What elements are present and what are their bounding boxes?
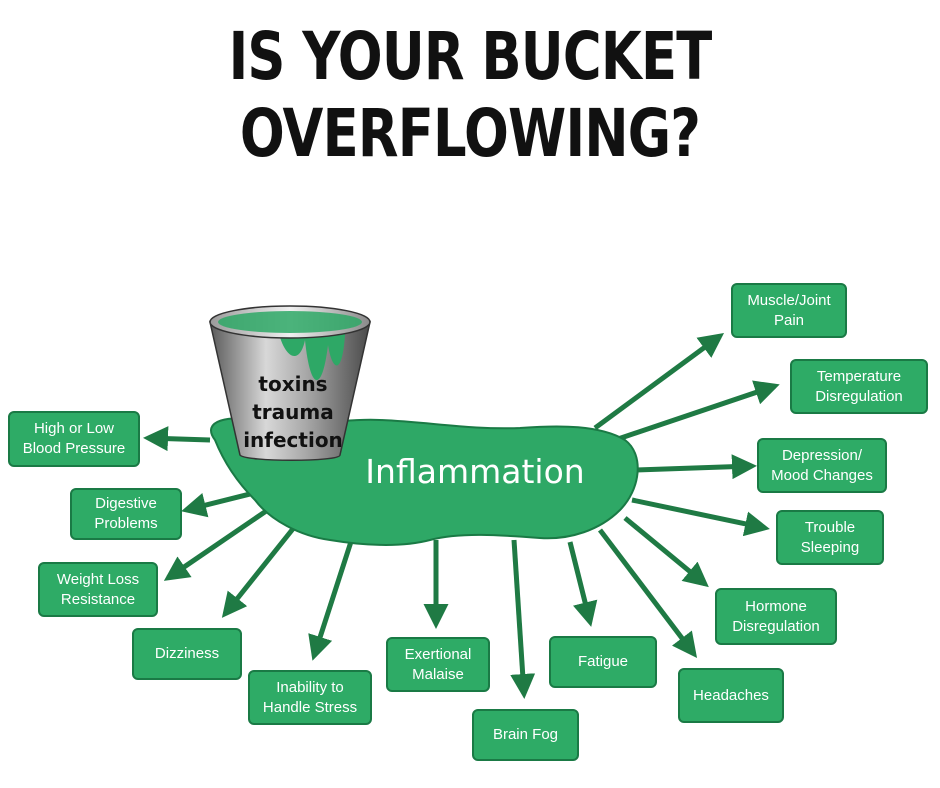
symptom-label: Dizziness [154, 645, 220, 662]
symptom-box-headaches: Headaches [678, 668, 784, 723]
arrow-fatigue [567, 541, 598, 627]
bucket-text-infection: infection [243, 428, 343, 452]
arrow-dizziness [221, 518, 302, 618]
symptom-box-fatigue: Fatigue [549, 636, 657, 688]
symptom-label: Weight Loss Resistance [56, 570, 140, 608]
bucket-text-trauma: trauma [252, 400, 334, 424]
symptom-box-inability-to-handle-stress: Inability to Handle Stress [248, 670, 372, 725]
symptom-label: Exertional Malaise [404, 645, 472, 683]
symptom-box-muscle-joint-pain: Muscle/Joint Pain [731, 283, 847, 338]
arrow-digestive-problems [181, 489, 259, 518]
symptom-label: Muscle/Joint Pain [747, 291, 831, 329]
arrow-muscle-joint-pain [593, 333, 725, 431]
center-label-inflammation: Inflammation [365, 452, 585, 491]
symptom-box-brain-fog: Brain Fog [472, 709, 579, 761]
symptom-box-exertional-malaise: Exertional Malaise [386, 637, 490, 692]
symptom-label: Headaches [693, 686, 769, 704]
arrow-trouble-sleeping [631, 497, 770, 537]
overflow-drip [278, 328, 345, 381]
symptom-label: Digestive Problems [94, 495, 158, 532]
arrow-brain-fog [510, 539, 536, 699]
symptom-label: Trouble Sleeping [800, 518, 860, 556]
bucket-text-toxins: toxins [258, 372, 328, 396]
symptom-box-depression-mood-changes: Depression/ Mood Changes [757, 438, 887, 493]
symptom-label: High or Low Blood Pressure [22, 420, 126, 457]
arrow-depression-mood-changes [635, 454, 757, 480]
symptom-box-weight-loss-resistance: Weight Loss Resistance [38, 562, 158, 617]
arrow-high-or-low-blood-pressure [143, 426, 211, 452]
page-title: IS YOUR BUCKET OVERFLOWING? [228, 18, 713, 172]
arrow-hormone-disregulation [623, 516, 709, 588]
symptom-label: Fatigue [577, 653, 629, 670]
arrow-weight-loss-resistance [163, 502, 277, 581]
arrow-headaches [598, 528, 698, 658]
symptom-label: Depression/ Mood Changes [771, 446, 873, 484]
arrow-temperature-disregulation [614, 380, 780, 443]
symptom-box-high-or-low-blood-pressure: High or Low Blood Pressure [8, 411, 140, 467]
symptom-label: Brain Fog [492, 726, 559, 743]
symptom-box-dizziness: Dizziness [132, 628, 242, 680]
symptom-box-digestive-problems: Digestive Problems [70, 488, 182, 540]
symptom-label: Inability to Handle Stress [262, 678, 358, 716]
symptom-box-temperature-disregulation: Temperature Disregulation [790, 359, 928, 414]
symptom-label: Hormone Disregulation [732, 597, 820, 635]
bucket [209, 305, 371, 461]
symptom-box-trouble-sleeping: Trouble Sleeping [776, 510, 884, 565]
symptom-box-hormone-disregulation: Hormone Disregulation [715, 588, 837, 645]
symptom-label: Temperature Disregulation [815, 367, 903, 405]
